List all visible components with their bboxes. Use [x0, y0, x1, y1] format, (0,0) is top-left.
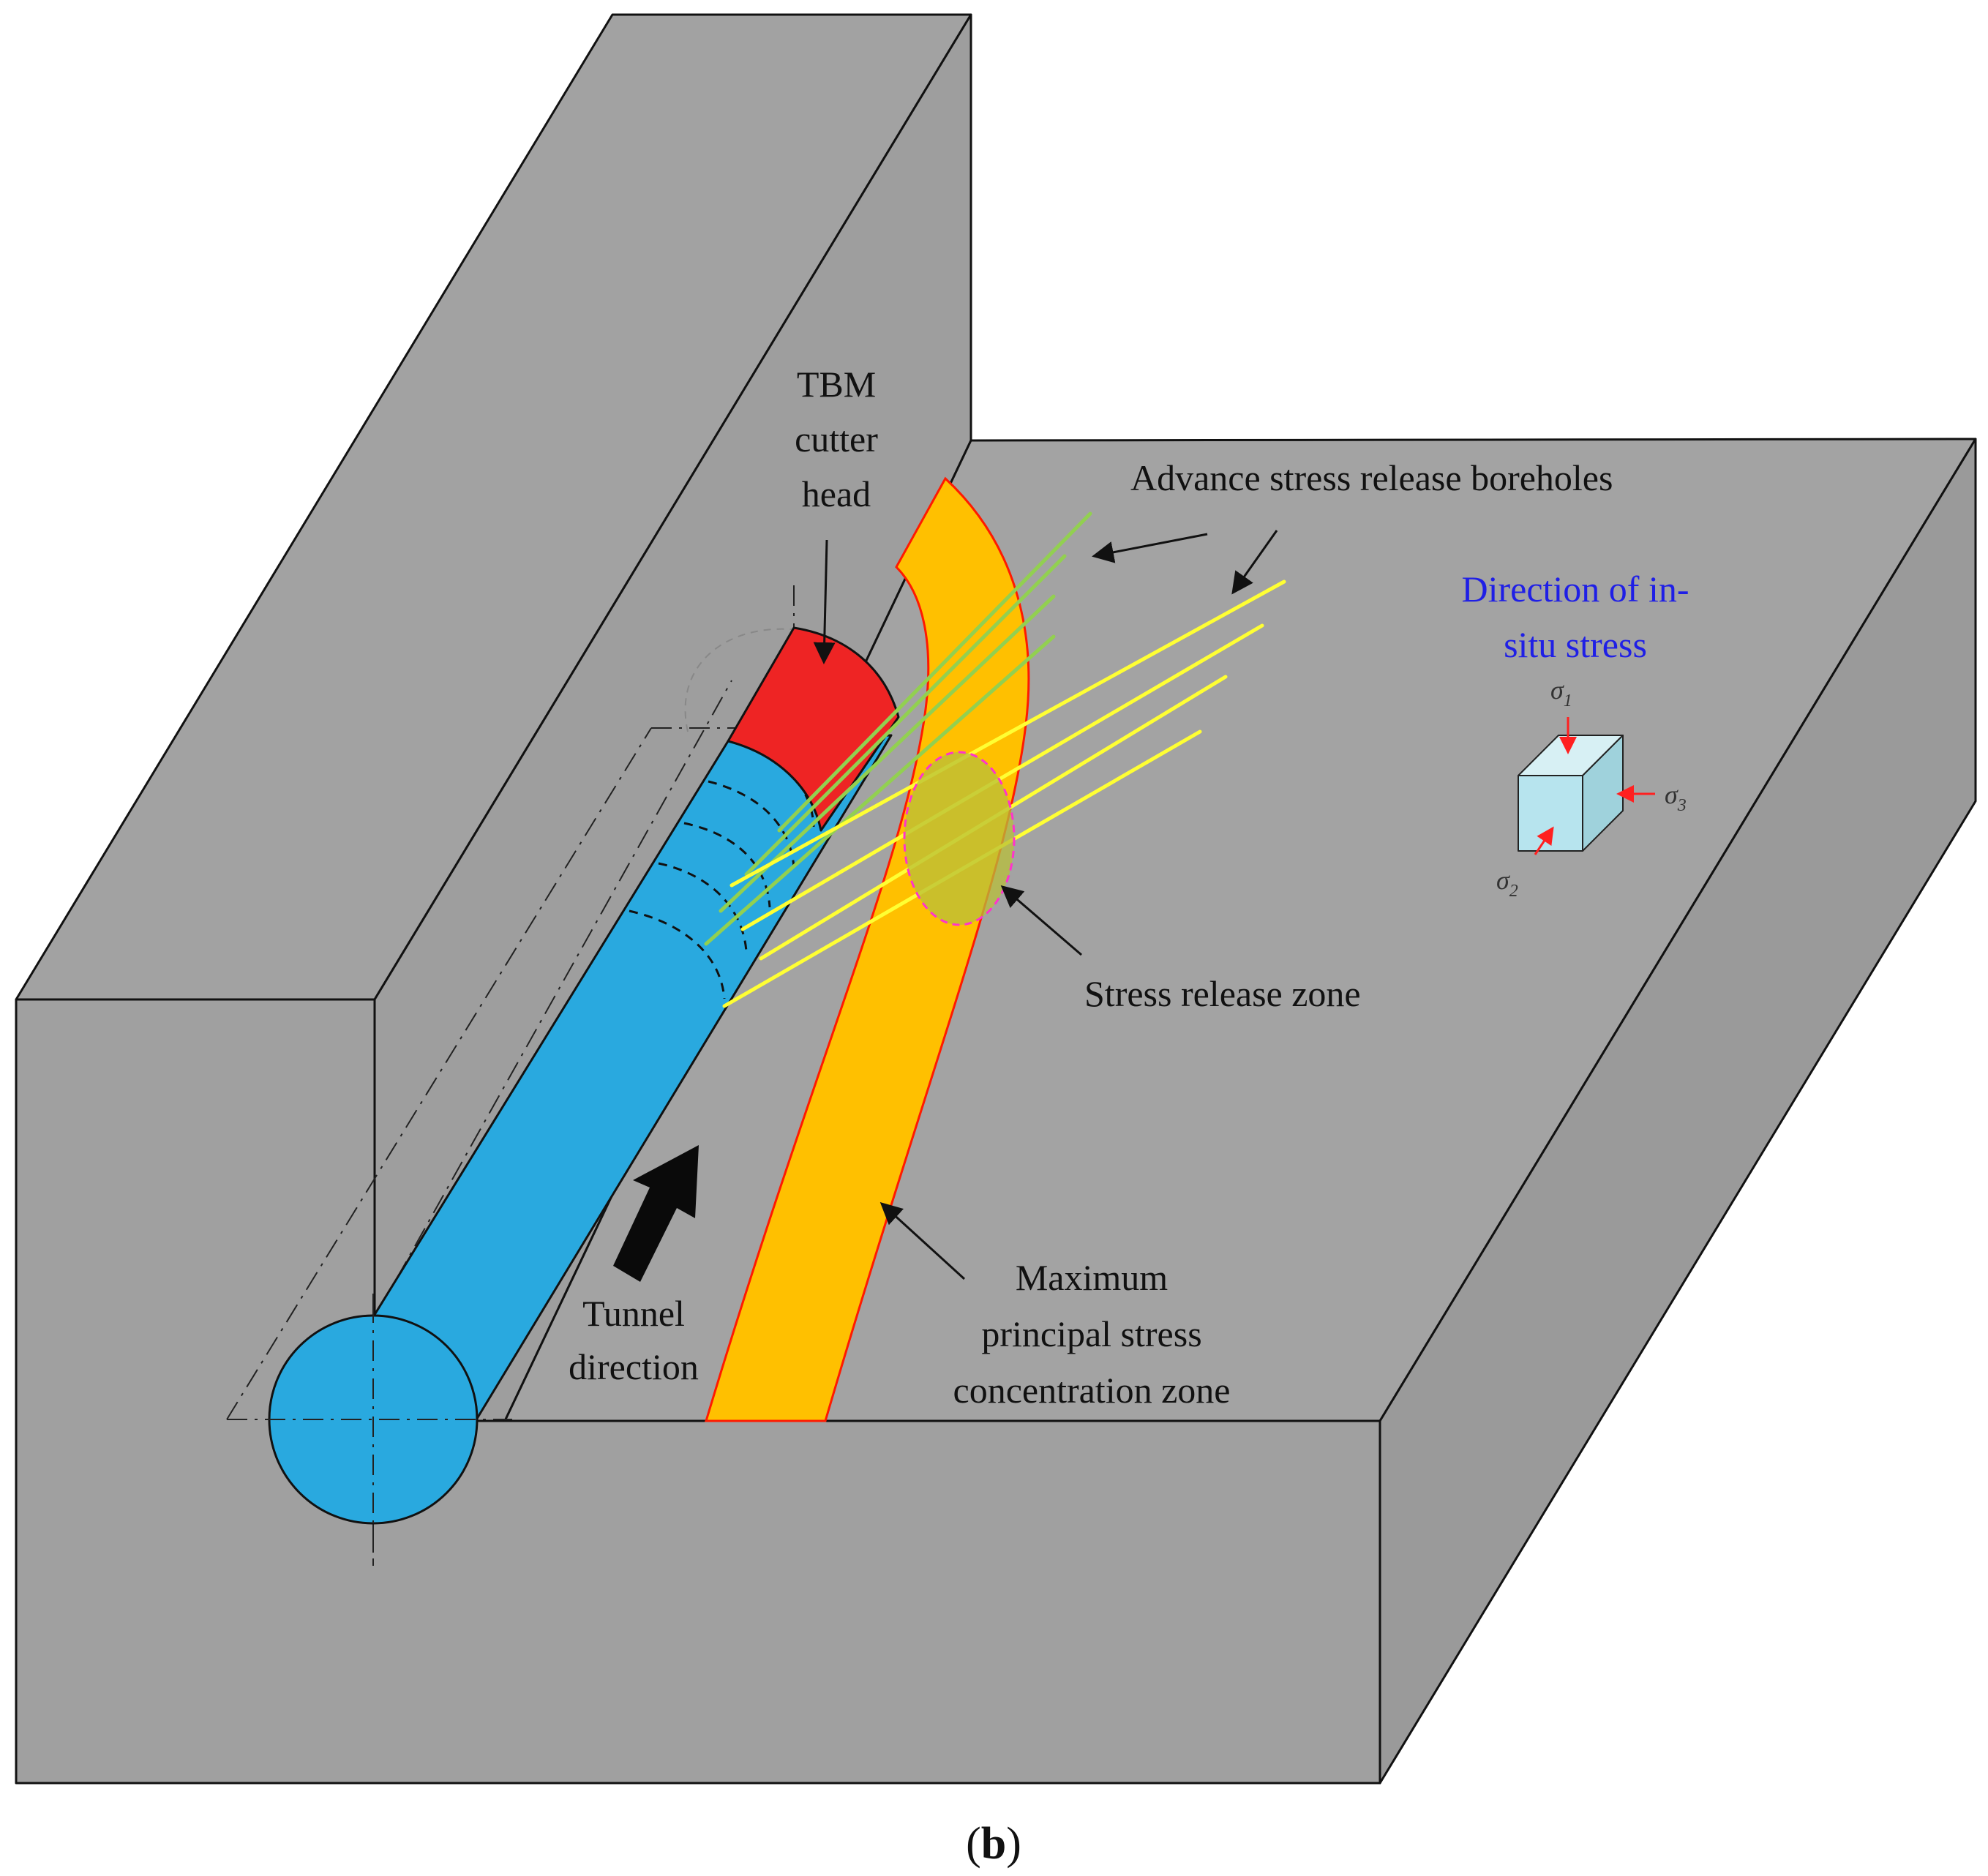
cutter-head-line-2: cutter [795, 419, 878, 459]
concentration-line-2: principal stress [981, 1313, 1201, 1354]
cutter-head [727, 626, 900, 832]
borehole-green-1 [777, 511, 1092, 833]
rock-right-side-face [1379, 438, 1977, 1785]
borehole-yellow-2 [740, 623, 1264, 931]
sigma1-symbol: σ1 [1550, 675, 1572, 710]
tunnel-direction-line-2: direction [569, 1346, 699, 1387]
tunnel-direction-arrow [613, 1145, 699, 1282]
borehole-green-4 [704, 634, 1056, 946]
borehole-arrow-2 [1231, 530, 1278, 595]
sigma-labels: σ1 σ3 σ2 [1496, 675, 1687, 901]
label-concentration-zone: Maximum principal stress concentration z… [953, 1257, 1231, 1411]
sigma3-symbol: σ3 [1665, 780, 1687, 815]
sigma2-arrow [1534, 826, 1554, 855]
leader-arrows [813, 530, 1278, 1280]
sigma2-symbol: σ2 [1496, 866, 1518, 901]
label-tunnel-direction: Tunnel direction [569, 1293, 699, 1387]
concentration-line-1: Maximum [1016, 1257, 1168, 1298]
label-cutter-head: TBM cutter head [795, 364, 878, 514]
green-boreholes [704, 511, 1092, 946]
insitu-line-2: situ stress [1504, 624, 1647, 665]
stress-concentration-band [704, 476, 1030, 1422]
release-zone-arrow [1000, 885, 1082, 956]
stress-release-zone [903, 751, 1016, 926]
stress-cube [1518, 735, 1624, 852]
borehole-yellow-1 [729, 579, 1286, 888]
tunnel-direction-line-1: Tunnel [582, 1293, 685, 1334]
insitu-line-1: Direction of in- [1461, 569, 1689, 609]
label-boreholes: Advance stress release boreholes [1130, 457, 1613, 498]
caption: (b) [966, 1819, 1021, 1869]
label-release-zone: Stress release zone [1084, 973, 1361, 1014]
tunnel [226, 585, 900, 1566]
cube-front [1518, 775, 1583, 852]
stress-cube-arrows [1534, 717, 1655, 855]
cutter-head-line-3: head [802, 473, 871, 514]
cutter-head-arrow [813, 539, 836, 664]
concentration-line-3: concentration zone [953, 1370, 1231, 1411]
cutter-head-line-1: TBM [797, 364, 876, 405]
label-insitu-stress: Direction of in- situ stress [1461, 569, 1689, 665]
borehole-green-3 [719, 594, 1056, 913]
borehole-green-2 [744, 554, 1067, 877]
concentration-zone-arrow [879, 1201, 966, 1280]
borehole-arrow-1 [1092, 533, 1208, 563]
